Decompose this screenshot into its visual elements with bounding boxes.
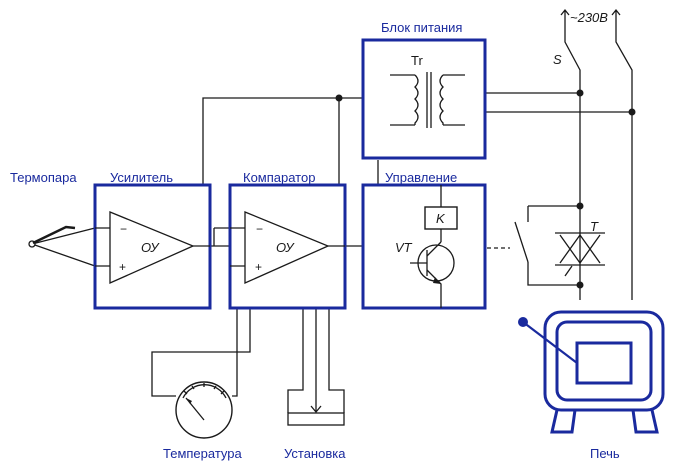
furnace-symbol <box>518 310 665 434</box>
junction-dot <box>576 89 584 97</box>
opamp1-label: ОУ <box>141 240 160 255</box>
comparator-label: Компаратор <box>243 170 315 185</box>
control-block: K VT <box>361 183 487 310</box>
junction-dots <box>335 89 636 289</box>
control-label: Управление <box>385 170 457 185</box>
thermocouple-label: Термопара <box>10 170 77 185</box>
comp-plus: + <box>255 260 262 274</box>
amplifier-label: Усилитель <box>110 170 173 185</box>
amp-minus: − <box>120 222 127 236</box>
triac-label: T <box>590 219 599 234</box>
thermocouple-symbol <box>28 225 76 248</box>
junction-dot <box>335 94 343 102</box>
power-supply-label: Блок питания <box>381 20 462 35</box>
mains-arrows <box>560 8 621 20</box>
amp-plus: + <box>119 260 126 274</box>
power-supply-block: Tr <box>361 38 487 160</box>
junction-dot <box>576 281 584 289</box>
setpoint-potentiometer <box>287 412 345 426</box>
temperature-label: Температура <box>163 446 243 461</box>
comparator-block: − + ОУ <box>228 183 347 310</box>
junction-dot <box>576 202 584 210</box>
comp-minus: − <box>256 222 263 236</box>
temperature-meter <box>175 381 233 439</box>
transistor-label: VT <box>395 240 413 255</box>
triac-symbol: T <box>555 219 605 277</box>
relay-label: K <box>436 211 446 226</box>
furnace-label: Печь <box>590 446 620 461</box>
setpoint-label: Установка <box>284 446 346 461</box>
opamp2-label: ОУ <box>276 240 295 255</box>
amplifier-block: − + ОУ <box>93 183 212 310</box>
transformer-label: Tr <box>411 53 423 68</box>
mains-voltage-label: ~230В <box>570 10 608 25</box>
junction-dot <box>628 108 636 116</box>
switch-label: S <box>553 52 562 67</box>
